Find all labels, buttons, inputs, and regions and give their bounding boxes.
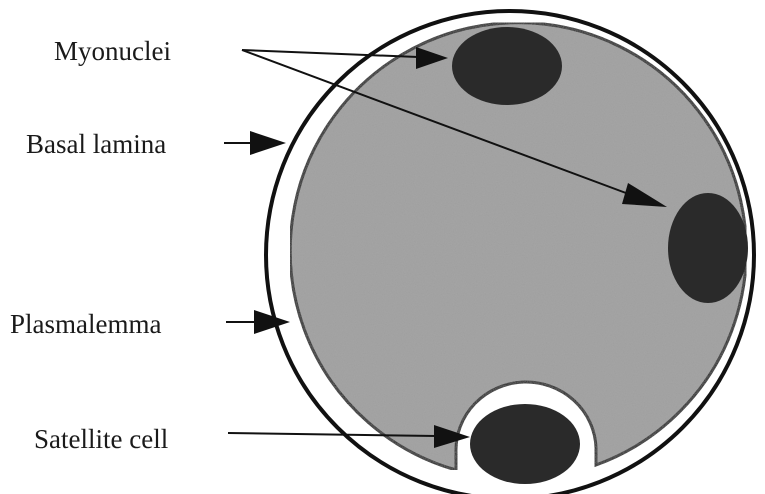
arrowhead-basal-lamina [250, 131, 286, 155]
label-plasmalemma: Plasmalemma [10, 309, 161, 339]
satellite-cell-nucleus [470, 404, 580, 484]
label-myonuclei: Myonuclei [54, 36, 171, 66]
myonucleus-right [668, 193, 748, 303]
label-basal-lamina: Basal lamina [26, 129, 166, 159]
myonucleus-top [452, 27, 562, 105]
label-satellite-cell: Satellite cell [34, 424, 168, 454]
